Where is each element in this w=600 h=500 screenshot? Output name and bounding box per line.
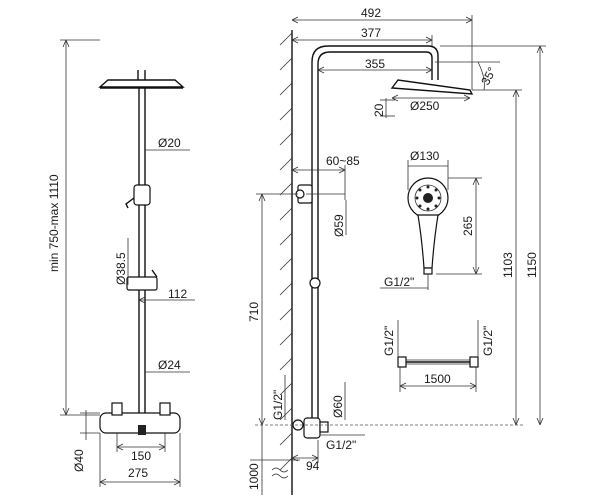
inlet-thread-left-label: G1/2" [271, 390, 285, 420]
height-range-label: min 750-max 1110 [47, 174, 61, 272]
overall-height-a-label: 1103 [501, 252, 515, 278]
floor-height-label: 1000 [247, 463, 261, 490]
side-shower-head [390, 79, 474, 95]
hand-shower-nozzles [415, 185, 441, 211]
bracket-ring-diameter-label: Ø59 [332, 214, 346, 237]
arm-length-label: 377 [361, 26, 381, 40]
hand-shower: Ø130 265 G1/2" [380, 149, 482, 290]
front-shower-head [98, 79, 185, 88]
overall-height-b-label: 1150 [525, 252, 539, 278]
front-mixer-knob-right [159, 402, 171, 416]
front-mixer-knob-left [111, 402, 123, 416]
hose-thread-left-label: G1/2" [382, 326, 396, 356]
hose-end-right [469, 356, 479, 368]
bracket-offset-label: 112 [168, 287, 187, 301]
mixer-ring-diameter-label: Ø60 [331, 395, 345, 418]
side-mixer-outlet [319, 421, 329, 433]
side-riser-arm [311, 45, 439, 425]
inlet-spacing-label: 150 [131, 449, 151, 463]
front-view: min 750-max 1110 Ø20 Ø38.5 112 Ø24 Ø40 1… [47, 39, 195, 487]
hand-head-diameter-label: Ø130 [410, 149, 440, 163]
side-slider-knob [309, 277, 321, 289]
side-view: 492 377 355 35° 20 Ø250 60~85 Ø59 [247, 6, 546, 495]
wall-hatch [279, 32, 293, 471]
hand-shower-connector [423, 267, 433, 275]
hand-shower-handle [417, 214, 439, 269]
wall-bracket-range-label: 60~85 [326, 154, 360, 168]
head-diameter-label: Ø250 [410, 99, 440, 113]
front-slider [126, 276, 158, 291]
inlet-thread-bottom-label: G1/2" [326, 438, 356, 452]
pipe-diameter-lower-label: Ø24 [158, 358, 181, 372]
hand-thread-label: G1/2" [384, 275, 414, 289]
head-arm-label: 355 [365, 57, 385, 71]
head-angle-label: 35° [478, 65, 499, 88]
mixer-width-label: 275 [128, 466, 148, 480]
total-reach-label: 492 [361, 6, 381, 20]
pipe-diameter-upper-label: Ø20 [158, 136, 181, 150]
front-wall-bracket [133, 184, 151, 206]
bracket-diameter-label: Ø38.5 [114, 252, 128, 285]
hand-length-label: 265 [461, 216, 475, 236]
front-mixer-outlet [138, 425, 146, 435]
hose-length-label: 1500 [424, 372, 451, 386]
head-thickness-label: 20 [372, 103, 386, 117]
hose-end-left [397, 356, 407, 368]
side-mixer [303, 417, 321, 439]
mixer-height-label: Ø40 [72, 449, 86, 472]
mount-height-label: 710 [247, 302, 261, 322]
hose-thread-right-label: G1/2" [481, 326, 495, 356]
hose: G1/2" G1/2" 1500 [382, 320, 495, 392]
inlet-offset-label: 94 [306, 459, 320, 473]
